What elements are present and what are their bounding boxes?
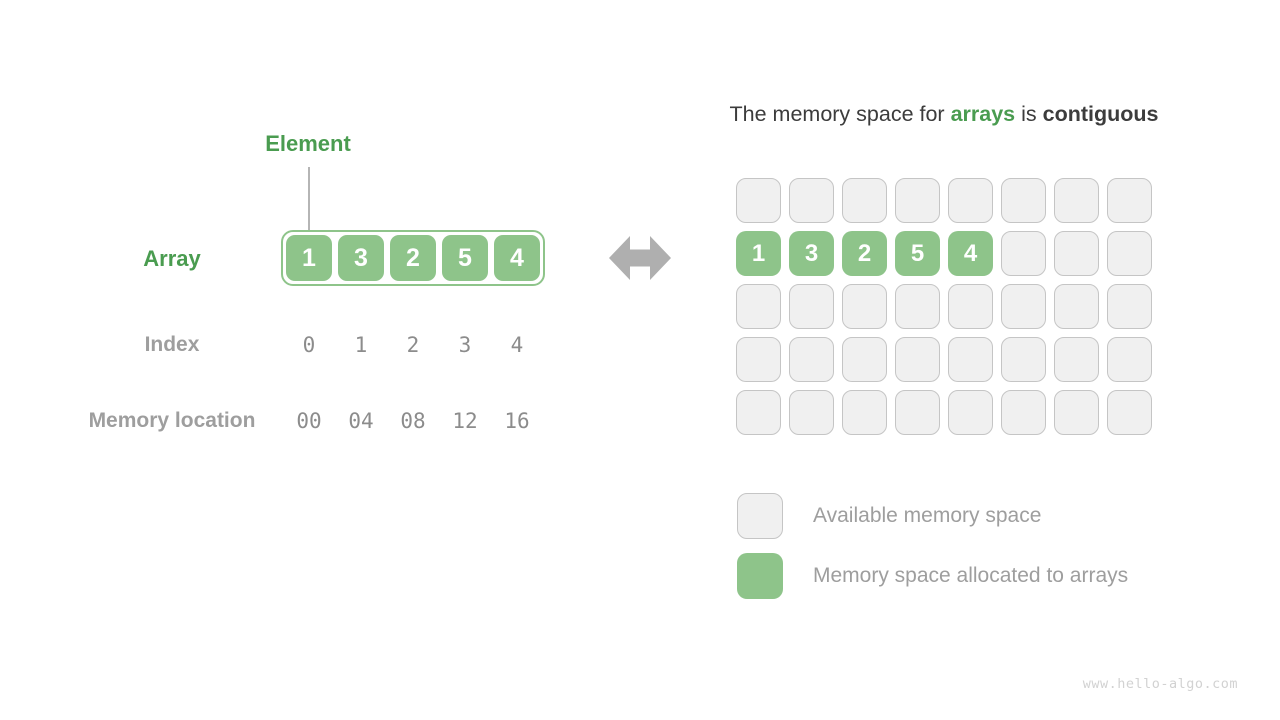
memory-cell [1054,284,1099,329]
index-value: 4 [510,333,524,357]
memory-location-label: Memory location [88,409,256,432]
memory-cell [1054,337,1099,382]
memory-cell [895,390,940,435]
index-value: 3 [458,333,472,357]
legend-item-allocated: Memory space allocated to arrays [737,553,1128,599]
memory-cell [1107,337,1152,382]
watermark: www.hello-algo.com [1082,676,1238,692]
memory-cell [842,390,887,435]
memory-cell [842,337,887,382]
memory-cell-allocated: 3 [789,231,834,276]
memory-cell [948,390,993,435]
memory-cell [1001,390,1046,435]
legend: Available memory space Memory space allo… [737,493,1128,599]
array-cell: 5 [442,235,488,281]
title-middle: is [1015,102,1043,126]
memory-cell [1001,178,1046,223]
memory-cell [789,178,834,223]
memory-cell-allocated: 5 [895,231,940,276]
memory-cell [895,284,940,329]
memory-cell [948,337,993,382]
memory-cell [1001,231,1046,276]
memory-cell-allocated: 4 [948,231,993,276]
array-cell: 3 [338,235,384,281]
memory-cell [789,337,834,382]
memory-cell [842,284,887,329]
index-value: 1 [354,333,368,357]
memory-cell [789,390,834,435]
array-cell: 4 [494,235,540,281]
memory-cell [736,337,781,382]
left-right-arrow-icon [609,236,671,280]
index-values: 0 1 2 3 4 [286,333,540,357]
available-memory-swatch [737,493,783,539]
title-emphasis-contiguous: contiguous [1042,102,1159,126]
memory-location-value: 16 [504,409,530,433]
memory-location-values: 00 04 08 12 16 [286,409,540,433]
array-cell: 2 [390,235,436,281]
memory-cell [948,284,993,329]
index-label: Index [144,333,200,356]
array-label: Array [143,246,201,271]
element-connector-line [308,167,310,231]
memory-cell [1107,284,1152,329]
legend-label: Memory space allocated to arrays [813,564,1129,587]
memory-cell [1107,178,1152,223]
title-prefix: The memory space for [729,102,951,126]
memory-cell-allocated: 2 [842,231,887,276]
memory-cell [1001,337,1046,382]
memory-cell [736,284,781,329]
array-cell: 1 [286,235,332,281]
memory-cell [948,178,993,223]
legend-item-available: Available memory space [737,493,1128,539]
memory-cell [789,284,834,329]
memory-cell-allocated: 1 [736,231,781,276]
allocated-memory-swatch [737,553,783,599]
memory-cell [895,337,940,382]
memory-cell [895,178,940,223]
index-value: 0 [302,333,316,357]
memory-cell [1054,231,1099,276]
legend-label: Available memory space [813,504,1042,527]
memory-cell [736,390,781,435]
memory-location-value: 08 [400,409,426,433]
memory-cell [1054,178,1099,223]
memory-cell [842,178,887,223]
memory-cell [1054,390,1099,435]
memory-cell [1107,390,1152,435]
memory-location-value: 12 [452,409,478,433]
memory-location-value: 00 [296,409,322,433]
memory-cell [1001,284,1046,329]
index-value: 2 [406,333,420,357]
memory-title: The memory space for arrays is contiguou… [656,102,1232,127]
memory-location-value: 04 [348,409,374,433]
element-label: Element [265,131,351,156]
memory-cell [736,178,781,223]
memory-cell [1107,231,1152,276]
title-highlight-arrays: arrays [950,102,1016,126]
